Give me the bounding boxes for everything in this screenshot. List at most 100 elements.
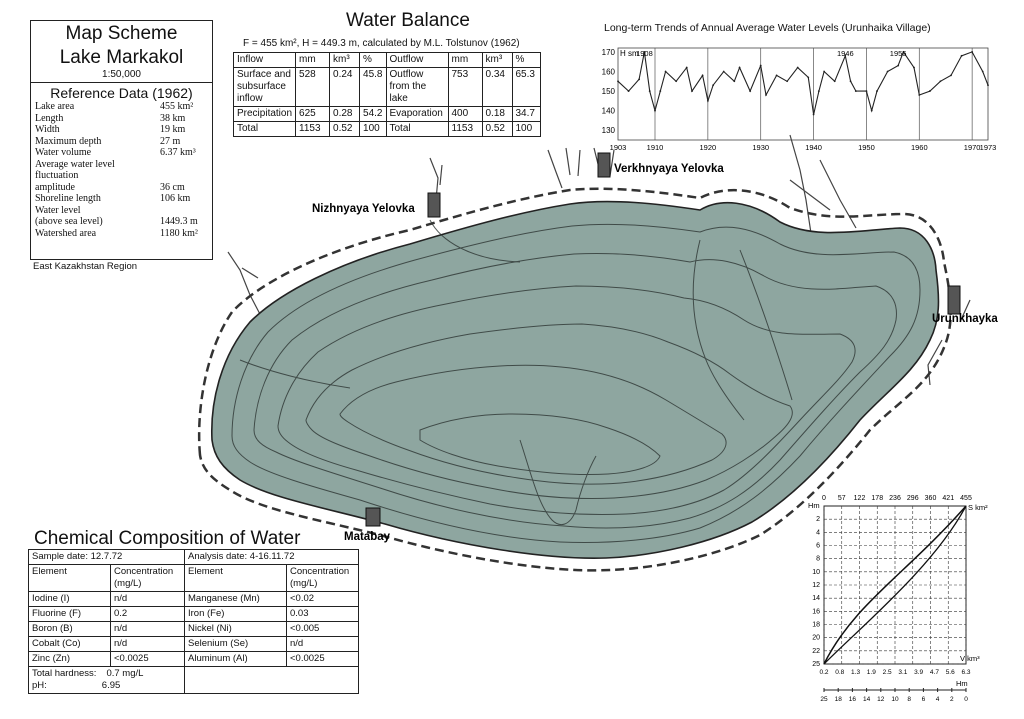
- left-tick-label: 6: [816, 543, 820, 550]
- data-point: [685, 66, 688, 69]
- data-point: [691, 90, 693, 92]
- left-tick-label: 8: [816, 556, 820, 563]
- table-cell: Evaporation: [385, 106, 449, 122]
- left-tick-label: 10: [812, 569, 820, 576]
- x-tick-label: 1930: [752, 143, 769, 152]
- y-tick-label: 160: [602, 67, 616, 76]
- data-point: [981, 70, 984, 73]
- village-markers: [365, 152, 961, 527]
- data-point: [648, 90, 651, 92]
- top-tick-label: 178: [871, 495, 883, 502]
- table-cell: Zinc (Zn): [28, 651, 111, 667]
- data-point: [870, 109, 873, 112]
- table-cell: Manganese (Mn): [184, 591, 287, 607]
- table-cell: 625: [295, 106, 331, 122]
- data-point: [897, 64, 900, 67]
- column-header: mm: [295, 52, 331, 68]
- table-cell: 0.03: [286, 606, 359, 622]
- column-header: Concentration (mg/L): [110, 564, 185, 592]
- reference-label: Watershed area: [35, 227, 97, 239]
- reference-row: Water level: [35, 205, 208, 217]
- x-tick-label: 1920: [700, 143, 717, 152]
- top-tick-label: 57: [838, 495, 846, 502]
- data-point: [876, 90, 878, 92]
- table-cell: 54.2: [359, 106, 387, 122]
- reference-label: Maximum depth: [35, 135, 102, 147]
- table-cell: Total: [232, 121, 297, 137]
- bottom-tick-label: 3.9: [914, 669, 923, 676]
- reference-value: 19 km: [160, 124, 186, 135]
- table-cell: 400: [447, 106, 483, 122]
- data-point: [854, 90, 857, 92]
- bottom-unit-label: V km³: [960, 654, 980, 663]
- table-cell: n/d: [110, 636, 185, 652]
- top-tick-label: 236: [889, 495, 901, 502]
- table-cell: Boron (B): [28, 621, 111, 637]
- trend-chart-title: Long-term Trends of Annual Average Water…: [604, 22, 931, 34]
- left-unit-label: Hm: [808, 501, 820, 510]
- data-point: [817, 90, 820, 92]
- data-point: [796, 66, 799, 69]
- bottom-tick-label: 3.1: [898, 669, 907, 676]
- region-label: East Kazakhstan Region: [33, 261, 138, 272]
- column-header: km³: [329, 52, 361, 68]
- bottom-tick-label: 5.6: [946, 669, 955, 676]
- data-point: [865, 90, 868, 92]
- bottom-tick-label: 4.7: [930, 669, 939, 676]
- top-tick-label: 296: [907, 495, 919, 502]
- data-point: [765, 94, 767, 96]
- reference-value: [160, 205, 208, 217]
- bottom2-tick-label: 8: [907, 696, 911, 703]
- table-cell: 0.2: [110, 606, 185, 622]
- data-point: [823, 70, 826, 73]
- data-point: [617, 80, 619, 83]
- table-cell: Precipitation: [232, 106, 297, 122]
- ph-value: 6.95: [101, 680, 121, 691]
- data-point: [664, 70, 667, 73]
- data-point: [987, 84, 989, 87]
- table-cell: <0.0025: [286, 651, 359, 667]
- column-header: mm: [447, 52, 483, 68]
- sample-date: Sample date: 12.7.72: [28, 549, 185, 565]
- reference-label: Water volume: [35, 147, 92, 158]
- table-cell: Fluorine (F): [28, 606, 111, 622]
- hardness-value: 0.7 mg/L: [106, 668, 144, 679]
- left-tick-label: 16: [812, 608, 820, 615]
- data-point: [849, 80, 852, 83]
- table-cell: Iodine (I): [28, 591, 111, 607]
- data-point: [738, 66, 741, 69]
- data-point: [812, 113, 815, 116]
- reference-label: Lake area: [35, 101, 75, 112]
- y-tick-label: 130: [602, 126, 616, 135]
- bottom2-tick-label: 10: [891, 696, 899, 703]
- table-cell: 528: [295, 67, 331, 107]
- table-cell: 65.3: [511, 67, 541, 107]
- column-header: km³: [481, 52, 513, 68]
- map-scheme-title: Map Scheme: [65, 23, 178, 44]
- reference-title: Reference Data (1962): [50, 85, 193, 101]
- data-point: [701, 74, 704, 77]
- analysis-date: Analysis date: 4-16.11.72: [184, 549, 359, 565]
- reference-label: (above sea level): [35, 216, 103, 227]
- depth-contours: [231, 219, 921, 543]
- y-unit-label: H sm: [620, 49, 639, 58]
- data-point: [913, 66, 915, 69]
- bottom-tick-label: 2.5: [883, 669, 892, 676]
- column-header: %: [359, 52, 387, 68]
- table-cell: 0.52: [481, 121, 513, 137]
- data-point: [886, 70, 889, 73]
- table-cell: Cobalt (Co): [28, 636, 111, 652]
- table-cell: Nickel (Ni): [184, 621, 287, 637]
- x-tick-label: 1970: [964, 143, 981, 152]
- empty-cell: [184, 666, 359, 694]
